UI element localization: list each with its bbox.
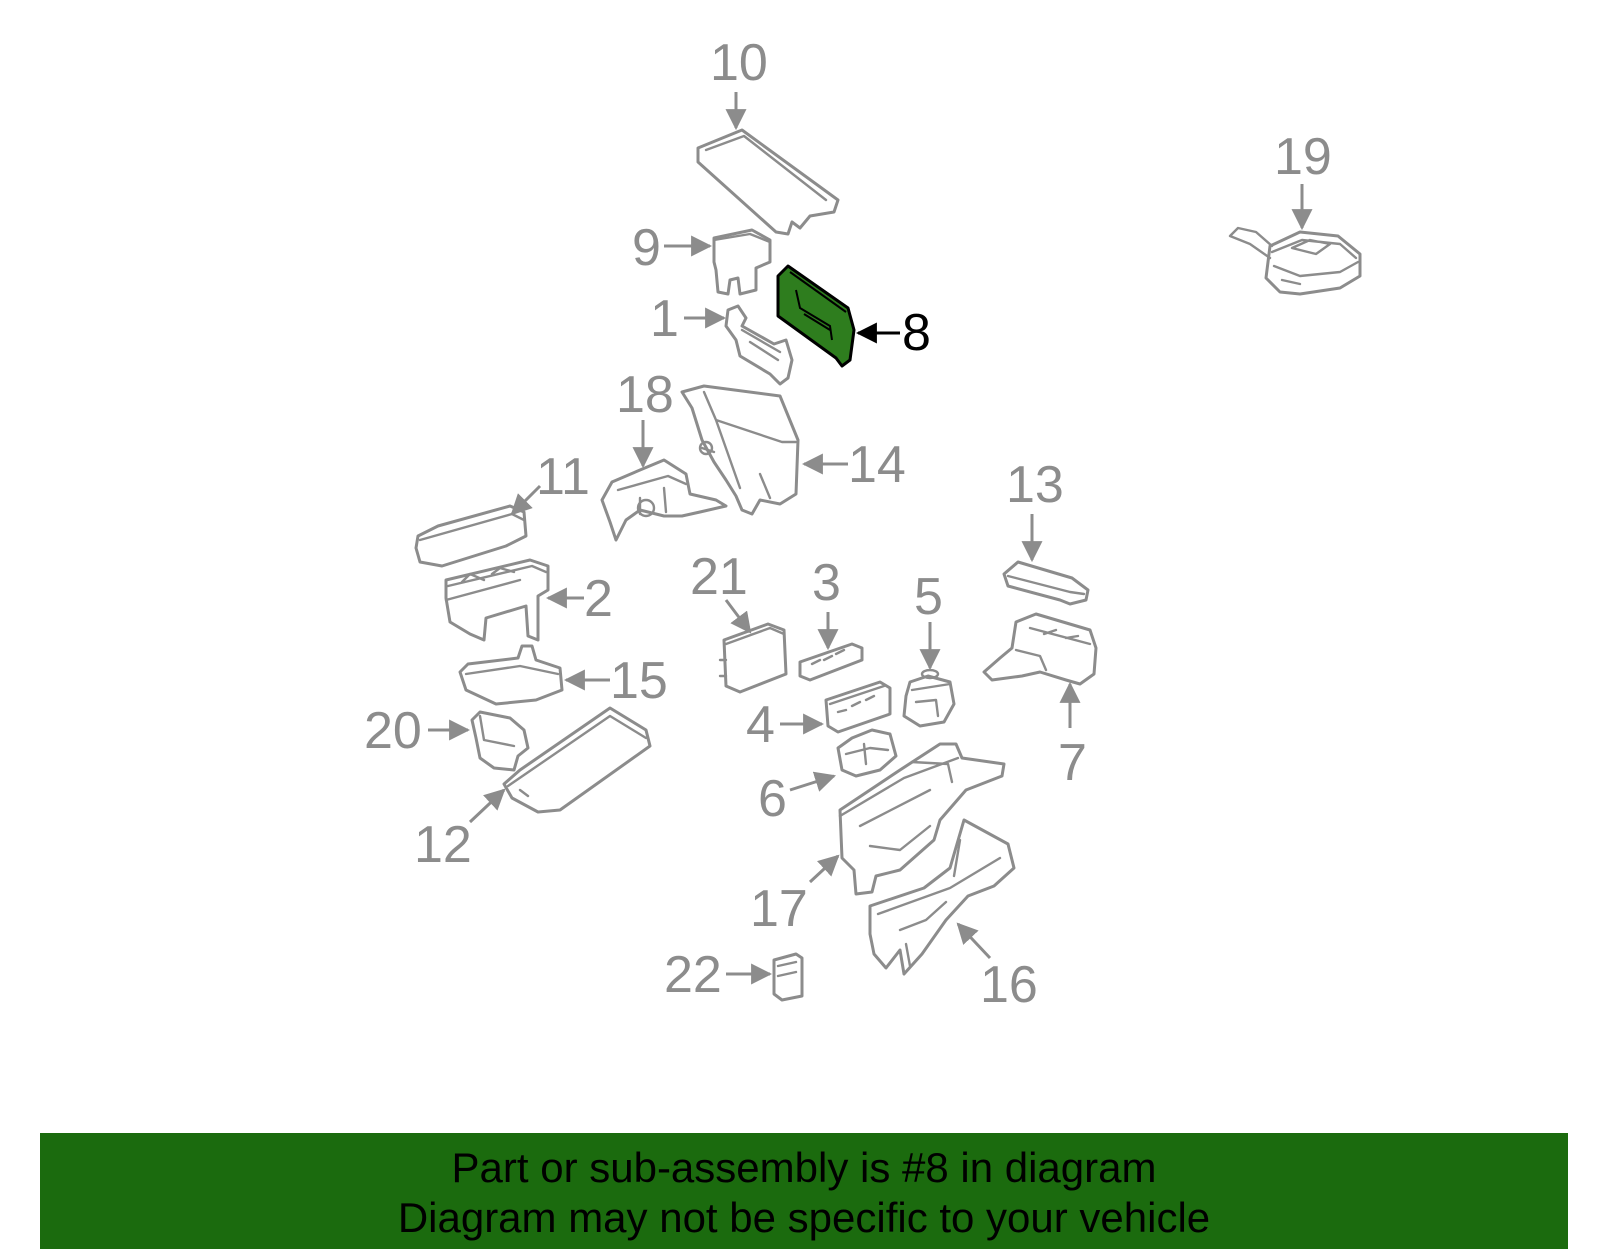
part-13-cover[interactable]: [1002, 560, 1090, 606]
callout-11[interactable]: 11: [536, 448, 590, 506]
callout-21[interactable]: 21: [690, 548, 748, 606]
callout-7[interactable]: 7: [1058, 734, 1087, 792]
callout-6[interactable]: 6: [758, 770, 787, 828]
part-16-bracket[interactable]: [868, 818, 1016, 976]
part-17-box-assembly[interactable]: [838, 742, 1006, 896]
part-19-module[interactable]: [1228, 226, 1362, 296]
callout-18[interactable]: 18: [616, 366, 674, 424]
callout-17[interactable]: 17: [750, 880, 808, 938]
arrow-16: [956, 922, 992, 960]
callout-1[interactable]: 1: [650, 290, 679, 348]
part-6-holder[interactable]: [836, 728, 898, 778]
callout-13[interactable]: 13: [1006, 456, 1064, 514]
info-banner: Part or sub-assembly is #8 in diagram Di…: [40, 1133, 1568, 1249]
arrow-11: [510, 484, 542, 516]
callout-4[interactable]: 4: [746, 696, 775, 754]
arrow-12: [468, 788, 506, 824]
callout-9[interactable]: 9: [632, 219, 661, 277]
callout-19[interactable]: 19: [1274, 128, 1332, 186]
callout-3[interactable]: 3: [812, 554, 841, 612]
callout-20[interactable]: 20: [364, 702, 422, 760]
part-22-clip[interactable]: [772, 952, 804, 1002]
part-14-housing[interactable]: [680, 384, 800, 516]
part-20-connector[interactable]: [470, 710, 530, 772]
arrow-21: [724, 599, 752, 634]
callout-8[interactable]: 8: [902, 304, 931, 362]
callout-16[interactable]: 16: [980, 956, 1038, 1014]
part-2-fuse-block[interactable]: [444, 558, 550, 642]
part-5-relay[interactable]: [902, 668, 956, 728]
callout-10[interactable]: 10: [710, 34, 768, 92]
part-10-cover[interactable]: [696, 128, 840, 236]
arrow-17: [808, 854, 840, 884]
callout-14[interactable]: 14: [848, 436, 906, 494]
part-11-cover[interactable]: [414, 504, 528, 568]
part-3-fuse-strip[interactable]: [798, 642, 864, 682]
banner-line-1: Part or sub-assembly is #8 in diagram: [451, 1144, 1157, 1191]
part-21-box[interactable]: [718, 622, 788, 694]
callout-15[interactable]: 15: [610, 652, 668, 710]
part-18-bracket[interactable]: [600, 458, 728, 542]
arrow-6: [789, 771, 837, 792]
part-1-bracket[interactable]: [724, 304, 794, 386]
callout-5[interactable]: 5: [914, 568, 943, 626]
part-9-relay[interactable]: [712, 228, 772, 296]
part-15-tray[interactable]: [458, 644, 564, 706]
part-4-fuse-holder[interactable]: [824, 680, 892, 734]
banner-line-2: Diagram may not be specific to your vehi…: [397, 1194, 1211, 1241]
part-7-bracket[interactable]: [982, 612, 1098, 686]
part-8-module-highlighted[interactable]: [776, 264, 856, 368]
callout-12[interactable]: 12: [414, 816, 472, 874]
part-12-lid[interactable]: [502, 706, 652, 814]
callout-2[interactable]: 2: [584, 570, 613, 628]
callout-22[interactable]: 22: [664, 946, 722, 1004]
